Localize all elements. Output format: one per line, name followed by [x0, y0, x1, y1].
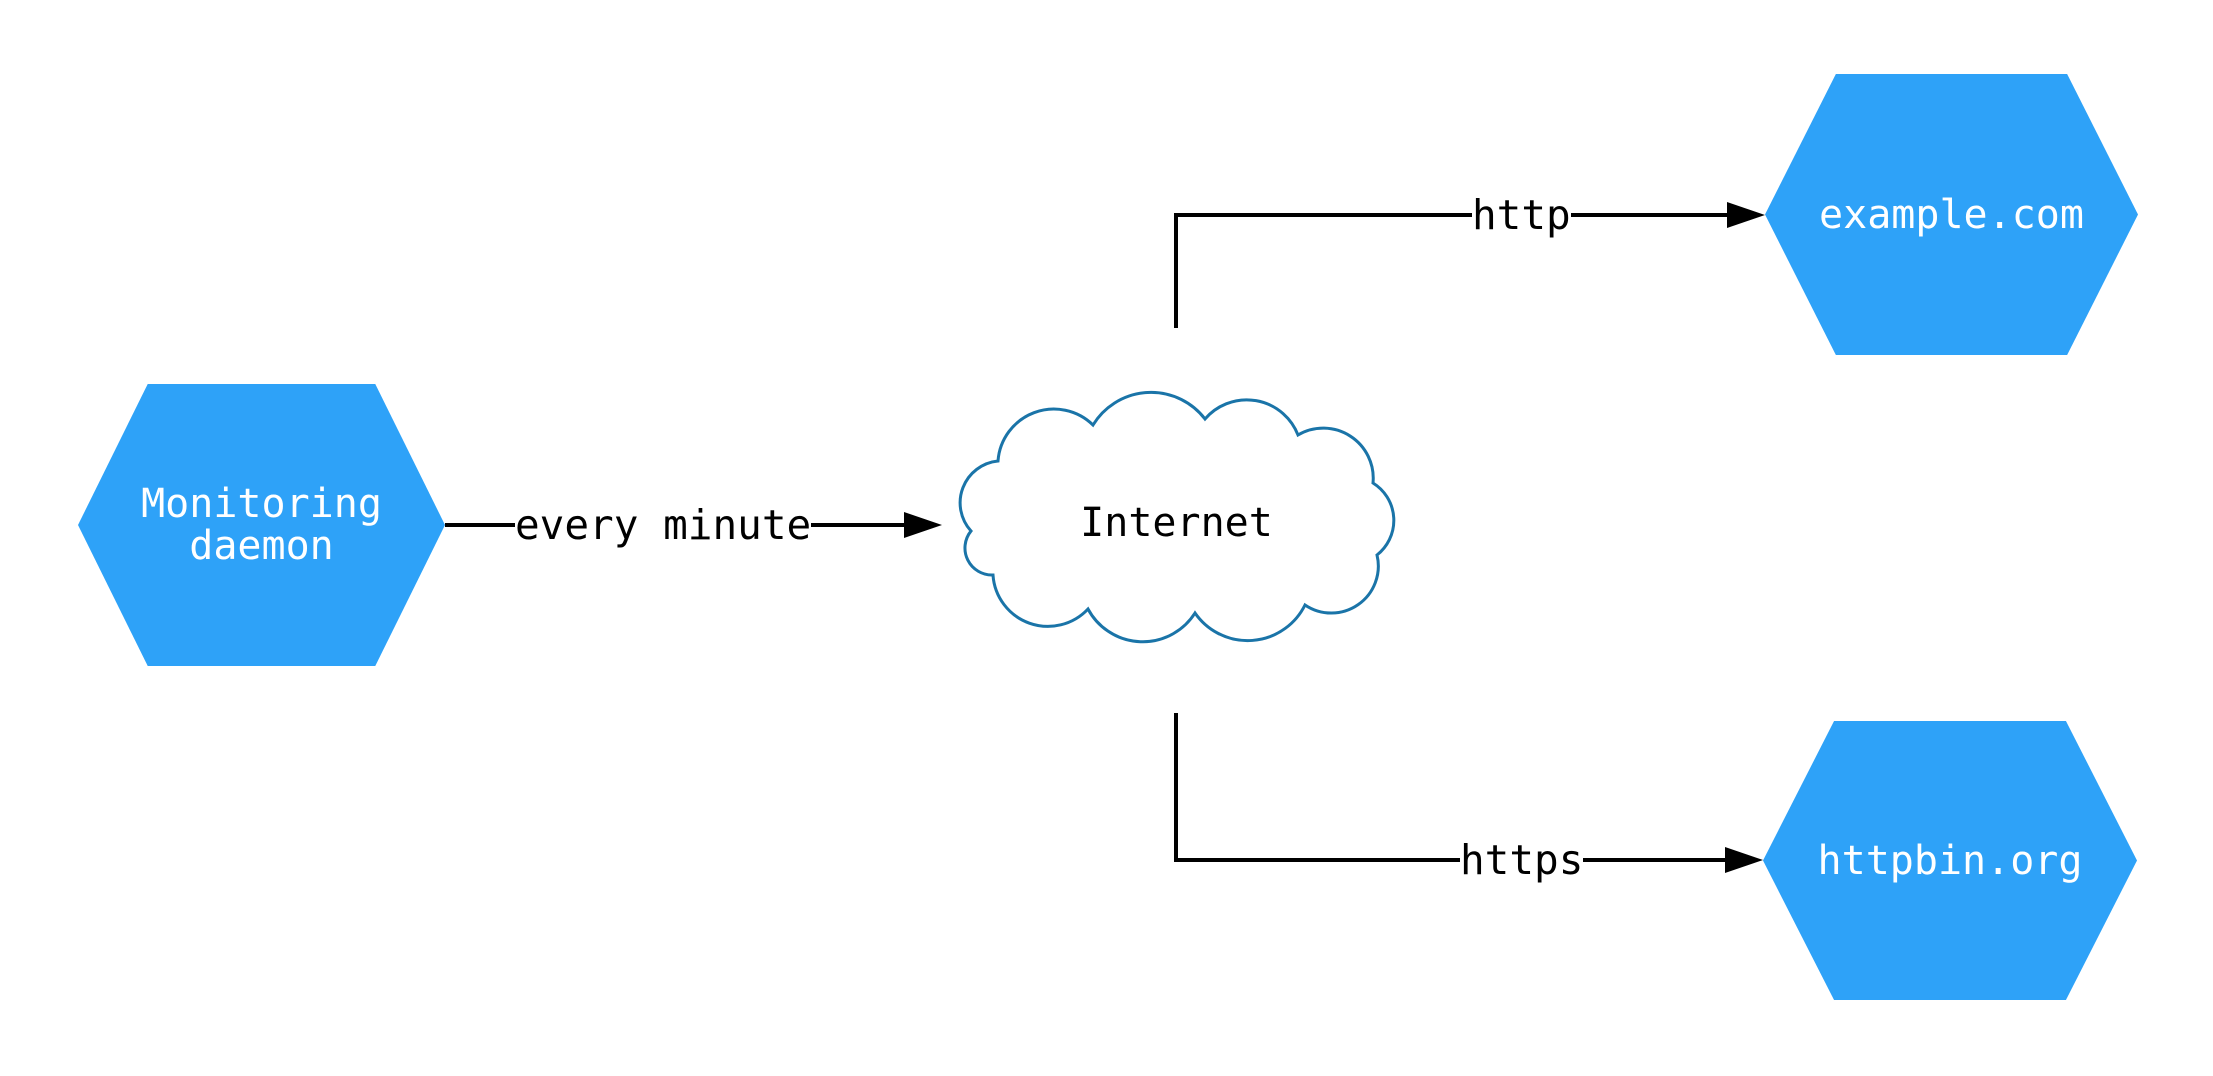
- node-example-com: example.com: [1765, 74, 2138, 355]
- node-monitoring-daemon-label-line2: daemon: [189, 523, 334, 569]
- edge-http: http: [1176, 193, 1765, 237]
- node-monitoring-daemon: Monitoring daemon: [78, 384, 445, 666]
- arrow-right-icon: [1727, 202, 1765, 228]
- node-example-com-label: example.com: [1819, 191, 2084, 238]
- edge-line-segment: [1176, 213, 1472, 217]
- edge-every-minute: every minute: [445, 503, 942, 547]
- edge-line-segment: [1176, 858, 1460, 862]
- node-monitoring-daemon-label-line1: Monitoring: [141, 481, 382, 527]
- node-httpbin-org-label: httpbin.org: [1817, 837, 2083, 884]
- edge-https-vertical-segment: [1174, 713, 1178, 862]
- edge-line-segment: [445, 523, 515, 527]
- edge-line-segment: [811, 523, 904, 527]
- node-internet-label: Internet: [1080, 499, 1273, 546]
- edge-line-segment: [1583, 858, 1725, 862]
- cloud-icon: [958, 390, 1396, 644]
- arrow-right-icon: [904, 512, 942, 538]
- edge-label-every-minute: every minute: [515, 501, 812, 549]
- node-internet-cloud: Internet: [943, 383, 1410, 648]
- node-httpbin-org: httpbin.org: [1763, 721, 2137, 1000]
- edge-label-https: https: [1460, 836, 1584, 884]
- arrow-right-icon: [1725, 847, 1763, 873]
- edge-line-segment: [1570, 213, 1727, 217]
- edge-label-http: http: [1472, 191, 1571, 239]
- edge-https: https: [1176, 838, 1763, 882]
- edge-http-vertical-segment: [1174, 213, 1178, 328]
